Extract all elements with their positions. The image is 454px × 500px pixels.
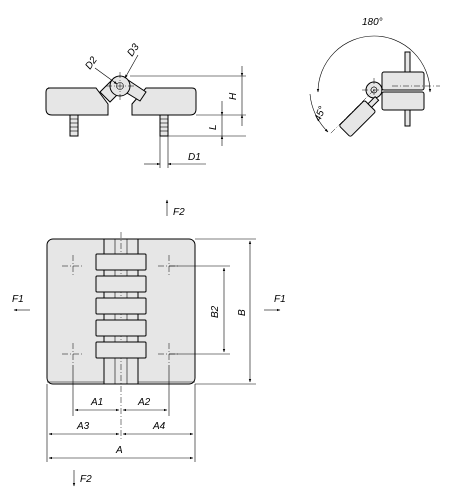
rotation-view-upper-leaf (381, 71, 425, 91)
front-view-knuckle-1 (95, 253, 147, 271)
label-b: B (237, 309, 248, 316)
side-view-stud-right (159, 114, 169, 137)
side-view: D2 D3 H L D1 (45, 42, 246, 168)
label-b2: B2 (210, 305, 221, 318)
label-d3: D3 (125, 42, 142, 59)
label-d2: D2 (83, 55, 100, 72)
front-view-knuckle-3 (95, 297, 147, 315)
side-view-pin-hole (116, 82, 124, 90)
label-d1: D1 (188, 152, 201, 163)
side-view-left-leaf (45, 87, 109, 116)
front-view-knuckle-2 (95, 275, 147, 293)
front-view-knuckle-5 (95, 341, 147, 359)
arc-180 (316, 35, 432, 93)
rotation-view-lower-leaf (381, 91, 425, 111)
label-a3: A3 (76, 421, 90, 432)
side-view-right-leaf (131, 87, 197, 116)
rotation-view-stud-top (404, 51, 411, 73)
label-45-degrees: 45° (313, 105, 329, 123)
d3-leader (124, 54, 139, 79)
rotation-view-tilted-stud (367, 95, 380, 108)
label-f2-bottom: F2 (80, 474, 92, 485)
label-a1: A1 (90, 397, 103, 408)
front-view: F2 F2 F1 F1 (12, 199, 286, 487)
label-180-degrees: 180° (362, 17, 383, 28)
label-l: L (208, 124, 219, 130)
label-a2: A2 (137, 397, 151, 408)
label-a: A (115, 445, 123, 456)
label-a4: A4 (152, 421, 166, 432)
label-h: H (228, 92, 239, 100)
label-f1-right: F1 (274, 294, 286, 305)
arc-45 (309, 93, 329, 133)
rotation-view-stud-bottom (404, 109, 411, 127)
d2-leader (94, 67, 118, 85)
label-f1-left: F1 (12, 294, 24, 305)
front-view-knuckle-4 (95, 319, 147, 337)
rotation-view: 180° 45° (309, 17, 440, 137)
side-view-stud-left (69, 114, 79, 137)
label-f2-top: F2 (173, 207, 185, 218)
